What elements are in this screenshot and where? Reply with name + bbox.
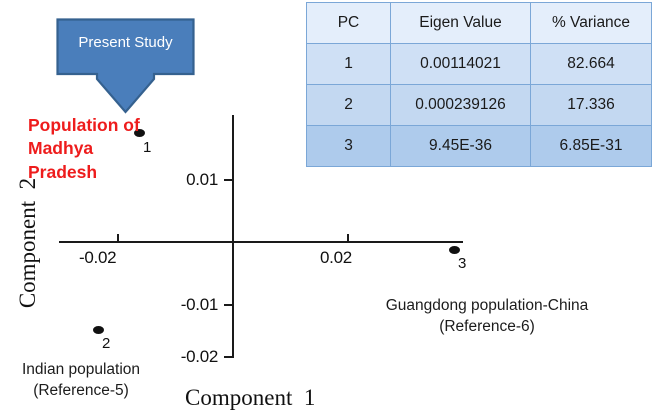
x-tick-mark-neg002 <box>117 234 119 242</box>
annotation-population-madhya-pradesh: Population of Madhya Pradesh <box>28 115 140 182</box>
data-point-1 <box>134 129 145 137</box>
y-tick-mark-pos001 <box>224 179 233 181</box>
cell-eigen-value: 9.45E-36 <box>390 125 531 167</box>
x-axis-line <box>59 241 463 243</box>
data-point-label-1: 1 <box>143 139 152 156</box>
table-header-percent-variance: % Variance <box>530 2 652 44</box>
table-header-eigen-value: Eigen Value <box>390 2 531 44</box>
cell-percent-variance: 82.664 <box>530 43 652 85</box>
table-row: 3 9.45E-36 6.85E-31 <box>306 125 652 167</box>
y-tick-mark-neg002 <box>224 356 233 358</box>
annotation-indian-population: Indian population (Reference-5) <box>21 361 141 399</box>
table-header-row: PC Eigen Value % Variance <box>306 2 652 44</box>
down-arrow-shape-icon <box>56 18 195 114</box>
data-point-label-2: 2 <box>102 335 111 352</box>
x-tick-mark-pos002 <box>347 234 349 242</box>
y-tick-label-neg002: -0.02 <box>180 347 219 366</box>
cell-eigen-value: 0.000239126 <box>390 84 531 126</box>
table-row: 1 0.00114021 82.664 <box>306 43 652 85</box>
y-tick-label-neg001: -0.01 <box>180 295 219 314</box>
cell-pc: 3 <box>306 125 391 167</box>
y-axis-line <box>232 115 234 358</box>
data-point-3 <box>449 246 460 254</box>
table-row: 2 0.000239126 17.336 <box>306 84 652 126</box>
cell-pc: 2 <box>306 84 391 126</box>
y-tick-label-pos001: 0.01 <box>186 170 218 189</box>
annotation-guangdong-population: Guangdong population-China (Reference-6) <box>385 297 589 335</box>
x-tick-label-pos002: 0.02 <box>320 248 352 267</box>
x-tick-label-neg002: -0.02 <box>79 248 117 267</box>
y-tick-mark-neg001 <box>224 304 233 306</box>
cell-percent-variance: 17.336 <box>530 84 652 126</box>
callout-label: Present Study <box>78 34 173 51</box>
data-point-label-3: 3 <box>458 255 467 272</box>
cell-percent-variance: 6.85E-31 <box>530 125 652 167</box>
cell-eigen-value: 0.00114021 <box>390 43 531 85</box>
cell-pc: 1 <box>306 43 391 85</box>
y-axis-title: Component 2 <box>15 177 40 309</box>
present-study-callout: Present Study <box>56 18 195 114</box>
data-point-2 <box>93 326 104 334</box>
eigen-value-table: PC Eigen Value % Variance 1 0.00114021 8… <box>306 2 652 167</box>
x-axis-title: Component 1 <box>185 385 316 410</box>
table-header-pc: PC <box>306 2 391 44</box>
